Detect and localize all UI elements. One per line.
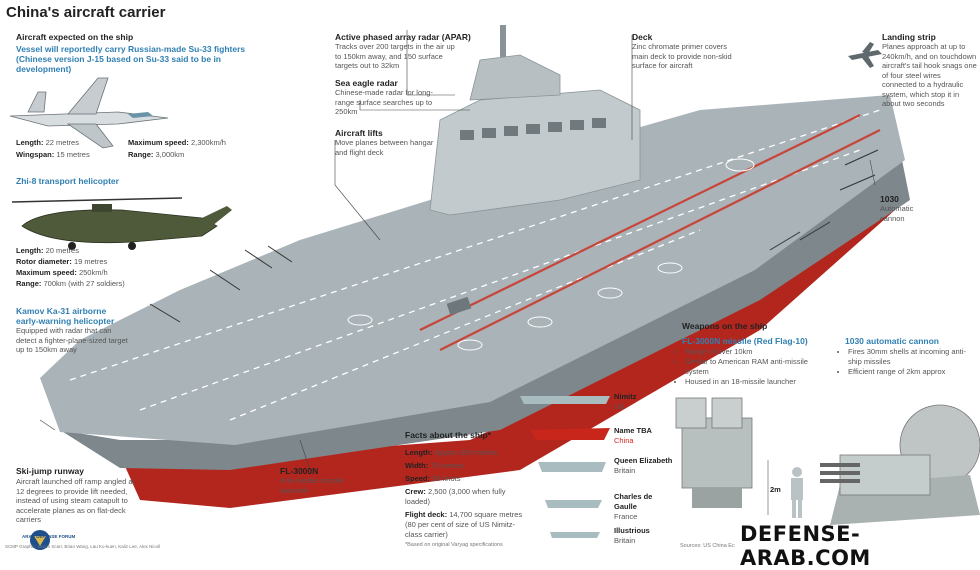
logo-text: ARAB DEFENSE FORUM <box>22 534 76 539</box>
comparison-silhouettes <box>520 396 610 538</box>
apar-description: Tracks over 200 targets in the air up to… <box>335 42 455 70</box>
lifts-heading: Aircraft lifts <box>335 128 383 138</box>
skijump-heading: Ski-jump runway <box>16 466 85 476</box>
silhouette-nimitz <box>520 396 610 404</box>
aircraft-heading: Aircraft expected on the ship <box>16 32 134 42</box>
page-title: China's aircraft carrier <box>6 4 166 21</box>
fl3000n-heading: FL-3000N <box>280 466 319 476</box>
fact-speed: Speed: 30 knots <box>405 474 461 483</box>
flight-deck <box>40 95 905 445</box>
facts-footnote: *Based on original Varyag specifications <box>405 542 503 548</box>
island <box>429 25 641 216</box>
fighter-spec-wingspan: Wingspan: 15 metres <box>16 150 90 159</box>
kamov-title: Kamov Ka-31 airborne early-warning helic… <box>16 306 115 326</box>
cannon-callout-description: Automatic cannon <box>880 204 914 223</box>
height-label: 2m <box>770 485 781 494</box>
missile-bullet: Similar to American RAM anti-missile sys… <box>685 357 815 377</box>
silhouette-queen-elizabeth <box>538 462 606 472</box>
fighter-description: Vessel will reportedly carry Russian-mad… <box>16 44 246 74</box>
fact-length: Length: Approx 300 metres <box>405 448 498 457</box>
antennas <box>149 149 879 323</box>
seaeagle-description: Chinese-made radar for long-range surfac… <box>335 88 433 116</box>
silhouette-charles-de-gaulle <box>545 500 602 508</box>
landing-jet <box>848 42 882 68</box>
missile-bullets: Range of over 10km Similar to American R… <box>676 347 815 387</box>
cannon-callout-heading: 1030 <box>880 194 899 204</box>
heli-spec-range: Range: 700km (with 27 soldiers) <box>16 279 125 288</box>
deck-heading: Deck <box>632 32 653 42</box>
hull <box>120 205 895 508</box>
sources: Sources: US China Ec <box>680 543 735 549</box>
cannon-bullet: Fires 30mm shells at incoming anti-ship … <box>848 347 978 367</box>
landing-heading: Landing strip <box>882 32 936 42</box>
fact-width: Width: 70 metres <box>405 461 464 470</box>
deck-description: Zinc chromate primer covers main deck to… <box>632 42 732 70</box>
skijump-description: Aircraft launched off ramp angled at 12 … <box>16 477 135 524</box>
fact-crew: Crew: 2,500 (3,000 when fully loaded) <box>405 487 506 506</box>
heli-spec-length: Length: 20 metres <box>16 246 79 255</box>
deck-markings <box>69 109 881 421</box>
fighter-jet <box>9 77 169 149</box>
hull-side <box>60 150 910 470</box>
cannon-bullet: Efficient range of 2km approx <box>848 367 978 377</box>
credits: SCMP Graphic: Simon Scarr, Brian Wang, L… <box>5 544 161 549</box>
lifts-description: Move planes between hangar and flight de… <box>335 138 434 157</box>
missile-title: FL-3000N missile (Red Flag-10) <box>682 336 808 346</box>
kamov-description: Equipped with radar that can detect a fi… <box>16 326 128 354</box>
facts-heading: Facts about the ship* <box>405 430 491 440</box>
watermark: DEFENSE-ARAB.COM <box>740 522 871 570</box>
deck-circles <box>347 158 755 351</box>
silhouette-china <box>530 428 610 440</box>
missile-bullet: Range of over 10km <box>685 347 815 357</box>
landing-lines <box>419 114 881 351</box>
weapons-heading: Weapons on the ship <box>682 321 768 331</box>
apar-heading: Active phased array radar (APAR) <box>335 32 471 42</box>
aircraft-lift <box>446 296 472 316</box>
fighter-spec-range: Range: 3,000km <box>128 150 185 159</box>
cannon-bullets: Fires 30mm shells at incoming anti-ship … <box>839 347 978 377</box>
heli-title: Zhi-8 transport helicopter <box>16 176 119 186</box>
human-figure <box>791 467 803 518</box>
silhouette-illustrious <box>550 532 600 538</box>
missile-bullet: Housed in an 18-missile launcher <box>685 377 815 387</box>
seaeagle-heading: Sea eagle radar <box>335 78 398 88</box>
cannon-title: 1030 automatic cannon <box>845 336 940 346</box>
fl3000n-launcher <box>675 397 753 508</box>
fighter-spec-speed: Maximum speed: 2,300km/h <box>128 138 226 147</box>
heli-spec-speed: Maximum speed: 250km/h <box>16 268 108 277</box>
cannon-1030 <box>820 404 980 525</box>
fl3000n-description: Anti-missile missile launcher <box>280 476 344 495</box>
zhi8-helicopter <box>11 197 232 250</box>
carrier-illustration <box>9 25 980 550</box>
fighter-spec-length: Length: 22 metres <box>16 138 79 147</box>
leader-lines <box>39 30 876 471</box>
heli-spec-rotor: Rotor diameter: 19 metres <box>16 257 108 266</box>
arab-defense-forum-logo <box>30 530 50 550</box>
fact-flight-deck: Flight deck: 14,700 square metres (80 pe… <box>405 510 523 539</box>
landing-description: Planes approach at up to 240km/h, and on… <box>882 42 977 108</box>
